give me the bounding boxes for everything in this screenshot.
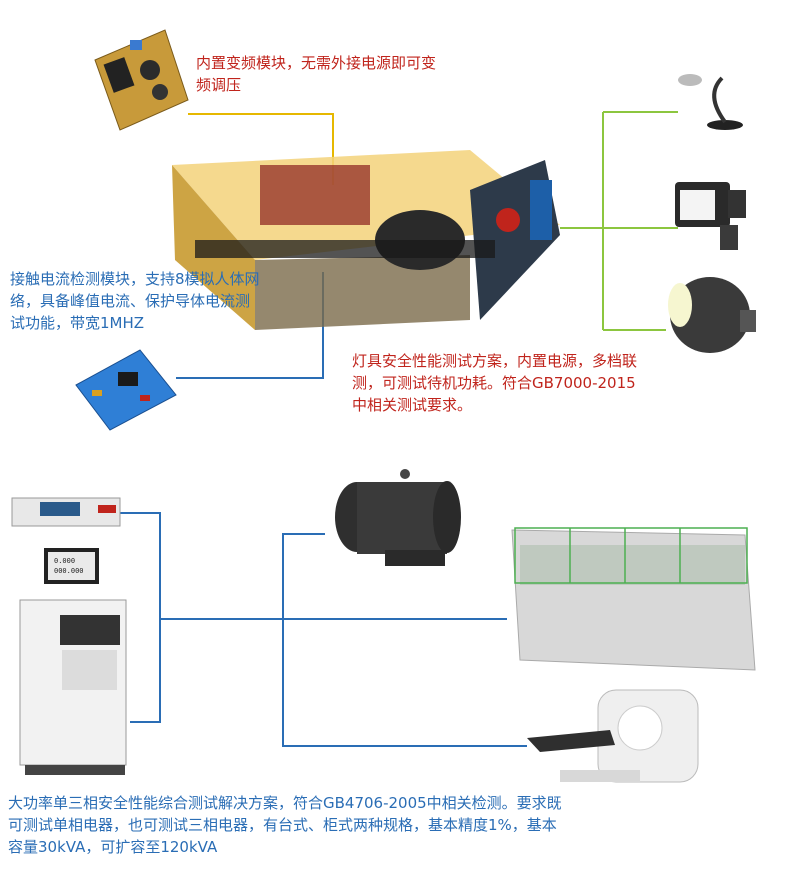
bench-instrument-image xyxy=(11,497,121,527)
readout-line: 0.000 xyxy=(54,557,76,565)
green-connector xyxy=(560,111,678,331)
lamp-solution-caption: 灯具安全性能测试方案，内置电源，多档联测，可测试待机功耗。符合GB7000-20… xyxy=(352,352,638,414)
desk-lamp-image xyxy=(678,74,743,130)
blue-connector-bottom xyxy=(120,512,527,747)
three-phase-solution-caption: 大功率单三相安全性能综合测试解决方案，符合GB4706-2005中相关检测。要求… xyxy=(8,794,562,856)
ct-scanner-image xyxy=(527,689,699,783)
lamp-tester-device-image xyxy=(172,150,560,330)
inverter-module-caption: 内置变频模块，无需外接电源即可变频调压 xyxy=(196,54,437,94)
test-cabinet-image xyxy=(19,548,127,775)
readout-line: 000.000 xyxy=(54,567,84,575)
contact-current-caption: 接触电流检测模块，支持8模拟人体网络，具备峰值电流、保护导体电流测试功能，带宽1… xyxy=(10,270,260,332)
flood-light-image xyxy=(675,182,746,250)
contact-current-module-image xyxy=(75,349,177,431)
inverter-module-image xyxy=(94,29,189,131)
cooling-tower-image xyxy=(511,527,756,671)
motor-image xyxy=(335,469,461,566)
bulb-light-image xyxy=(668,277,756,353)
cabinet-screen-readout: 0.000 000.000 xyxy=(54,556,94,576)
